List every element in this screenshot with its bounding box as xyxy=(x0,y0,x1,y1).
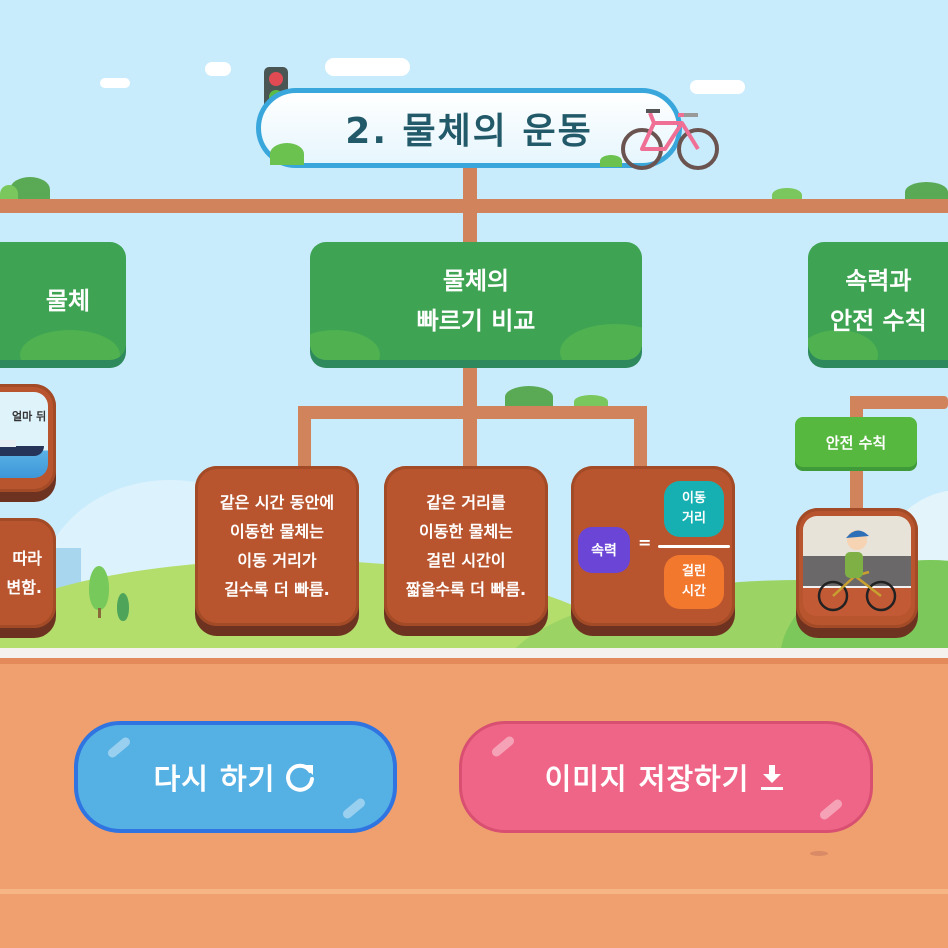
grass-tuft xyxy=(600,155,622,167)
grass-tuft xyxy=(270,143,304,165)
pebble xyxy=(810,851,828,856)
category-card-speed-safety[interactable]: 속력과 안전 수칙 xyxy=(808,242,948,360)
ship-illustration: 얼마 뒤 xyxy=(0,392,48,478)
bush xyxy=(905,182,948,202)
formula-time: 걸린 시간 xyxy=(664,555,724,609)
formula-speed: 속력 xyxy=(578,527,630,573)
road-stripe xyxy=(0,648,948,658)
ground-edge xyxy=(0,658,948,664)
connector-left-drop xyxy=(298,406,311,474)
tree-trunk xyxy=(98,608,101,618)
connector-right-drop xyxy=(634,406,647,474)
category-card-speed-comparison[interactable]: 물체의 빠르기 비교 xyxy=(310,242,642,360)
download-icon xyxy=(757,762,787,792)
connector-horizontal-top xyxy=(0,199,948,213)
connector-safety-horizontal xyxy=(850,396,948,409)
category-label: 물체의 빠르기 비교 xyxy=(416,267,536,335)
cloud xyxy=(325,58,410,76)
category-card-objects[interactable]: 물체 xyxy=(0,242,126,360)
bush xyxy=(0,185,18,203)
bush xyxy=(505,386,553,408)
card-text: 따라 변함. xyxy=(6,549,42,597)
image-card-ship[interactable]: 얼마 뒤 xyxy=(0,384,56,492)
ground-line xyxy=(0,889,948,894)
page-title: 2. 물체의 운동 xyxy=(345,111,593,152)
speed-card-same-distance[interactable]: 같은 거리를 이동한 물체는 걸린 시간이 짧을수록 더 빠름. xyxy=(384,466,548,626)
tree xyxy=(89,566,109,610)
connector-horizontal-mid xyxy=(298,406,647,419)
card-text: 같은 거리를 이동한 물체는 걸린 시간이 짧을수록 더 빠름. xyxy=(405,493,527,599)
cloud xyxy=(100,78,130,88)
retry-button[interactable]: 다시 하기 xyxy=(74,721,397,833)
speed-card-same-time[interactable]: 같은 시간 동안에 이동한 물체는 이동 거리가 길수록 더 빠름. xyxy=(195,466,359,626)
image-card-cyclist[interactable] xyxy=(796,508,918,628)
safety-rules-label[interactable]: 안전 수칙 xyxy=(795,417,917,467)
bush xyxy=(772,188,802,202)
bicycle-icon xyxy=(621,109,719,170)
formula-equals: = xyxy=(638,533,652,552)
cloud xyxy=(205,62,231,76)
category-label: 물체 xyxy=(45,287,91,315)
formula-distance: 이동 거리 xyxy=(664,481,724,537)
red-light xyxy=(269,72,283,86)
category-label: 속력과 안전 수칙 xyxy=(830,267,927,335)
bush xyxy=(574,395,608,408)
save-label: 이미지 저장하기 xyxy=(544,762,750,796)
text-card-partial[interactable]: 따라 변함. xyxy=(0,518,56,628)
refresh-icon xyxy=(283,760,317,794)
cyclist-illustration xyxy=(803,516,911,616)
title-board: 2. 물체의 운동 xyxy=(256,88,682,168)
retry-label: 다시 하기 xyxy=(153,762,276,796)
image-caption: 얼마 뒤 xyxy=(12,410,47,423)
card-text: 같은 시간 동안에 이동한 물체는 이동 거리가 길수록 더 빠름. xyxy=(219,493,335,599)
fraction-line xyxy=(658,545,730,548)
save-image-button[interactable]: 이미지 저장하기 xyxy=(459,721,873,833)
cloud xyxy=(690,80,745,94)
tree xyxy=(117,593,129,621)
